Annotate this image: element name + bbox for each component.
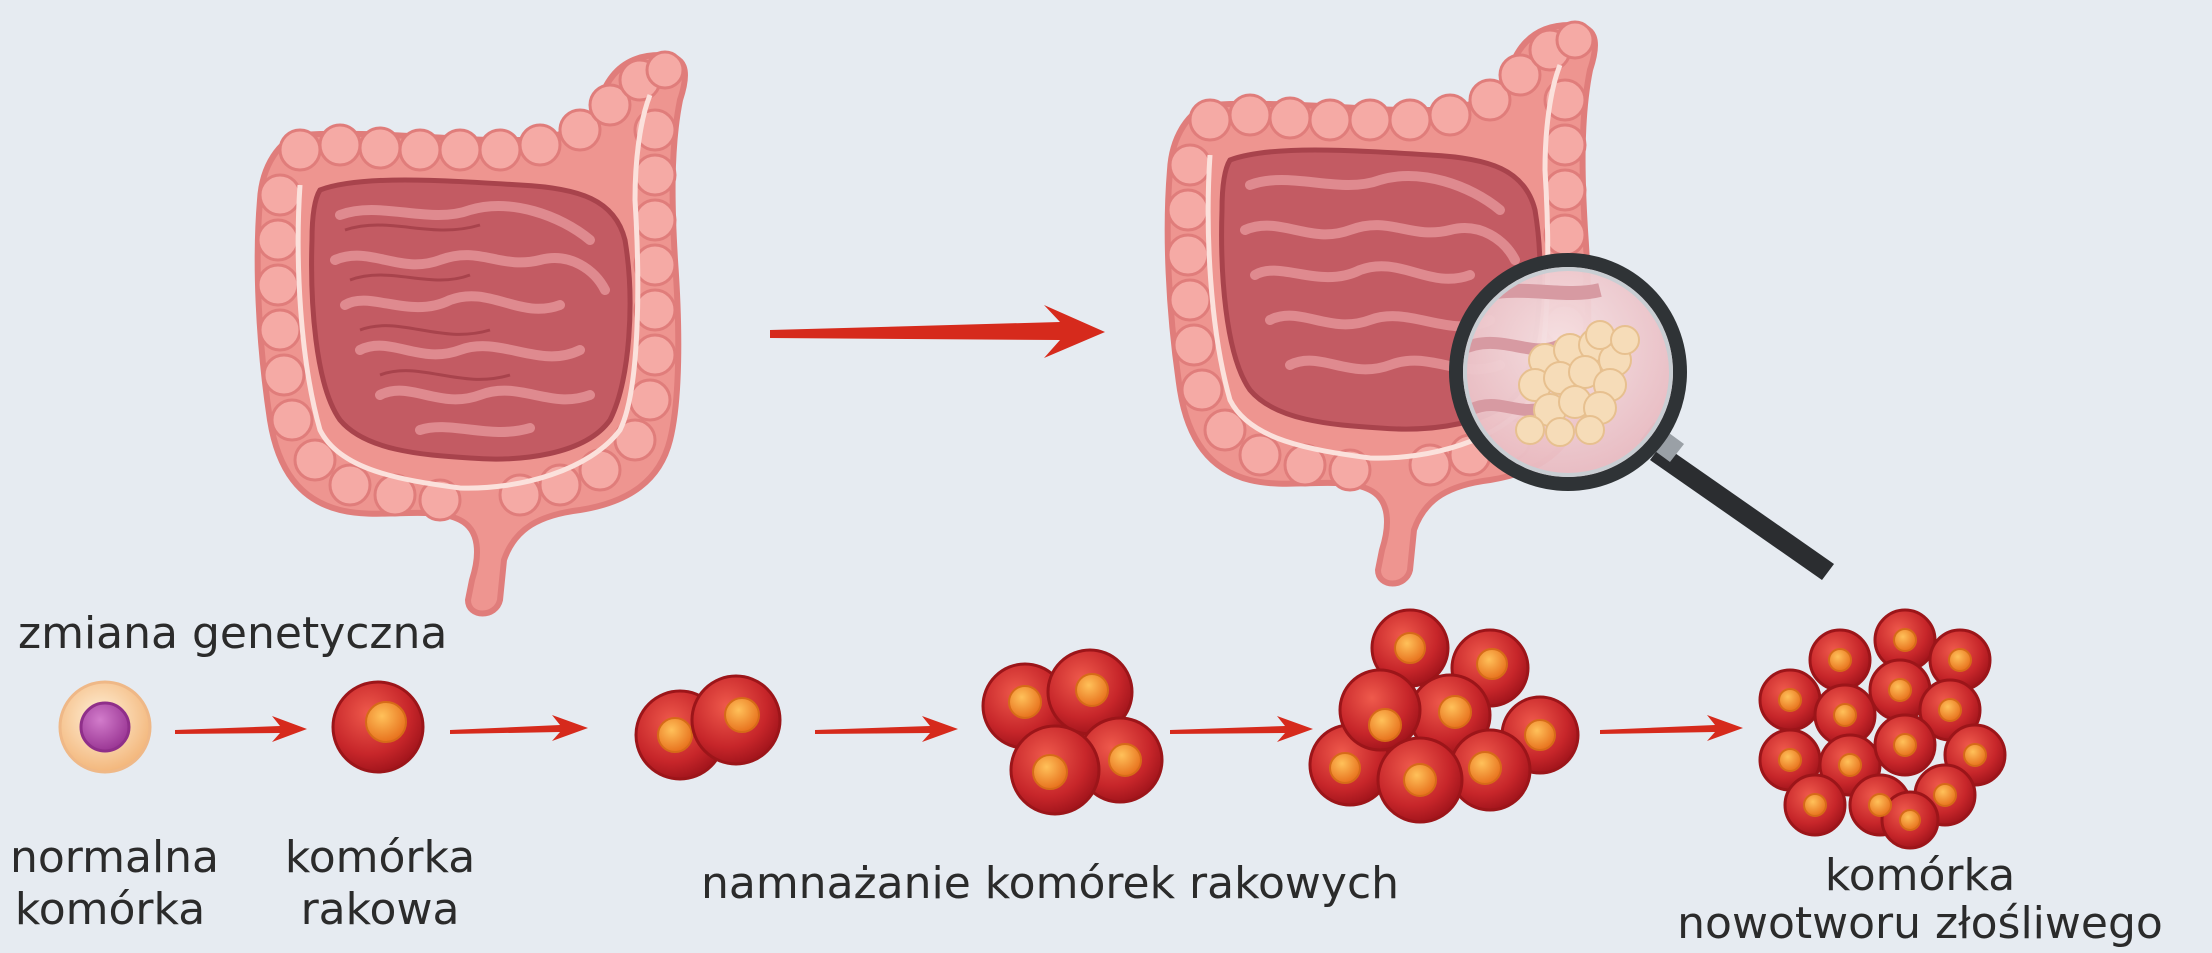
two-cells-icon (636, 676, 780, 779)
malignant-cell-cluster-icon (1760, 610, 2005, 848)
genetic-change-label: zmiana genetyczna (18, 608, 447, 660)
right-arrow-icon (1600, 715, 1743, 741)
normal-cell-label: normalna komórka (10, 832, 210, 936)
proliferation-label: namnażanie komórek rakowych (650, 858, 1450, 910)
cancer-cell-label-line1: komórka (280, 832, 480, 884)
right-arrow-icon (450, 715, 588, 741)
malignant-cell-label-line2: nowotworu złośliwego (1640, 900, 2200, 948)
intestine-healthy-icon (258, 52, 685, 614)
right-arrow-icon (175, 716, 307, 742)
normal-cell-label-line1: normalna (10, 832, 210, 884)
cancer-cell-label: komórka rakowa (280, 832, 480, 936)
malignant-cell-label-line1: komórka (1640, 852, 2200, 900)
cell-cluster-icon (1310, 610, 1578, 822)
magnifying-glass-icon (1450, 250, 1834, 580)
normal-cell-label-line2: komórka (10, 884, 210, 936)
malignant-cell-label: komórka nowotworu złośliwego (1640, 852, 2200, 948)
normal-cell-icon (60, 682, 150, 772)
intestine-with-tumor-icon (1168, 22, 1834, 584)
four-cells-icon (983, 650, 1162, 814)
cancer-cell-label-line2: rakowa (280, 884, 480, 936)
right-arrow-icon (1170, 716, 1313, 742)
right-arrow-icon (815, 716, 958, 742)
cancer-cell-icon (333, 682, 423, 772)
big-right-arrow-icon (770, 305, 1105, 358)
